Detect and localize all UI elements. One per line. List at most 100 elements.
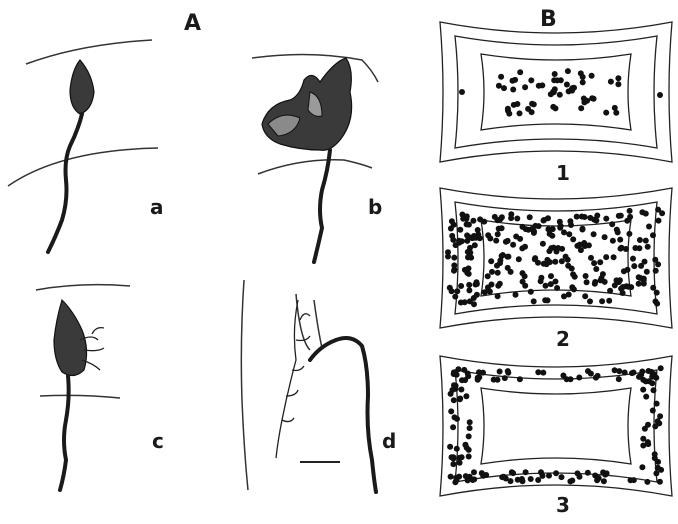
cell-dot [450,424,456,430]
distribution-diagrams [440,22,672,496]
cell-dot [448,408,454,414]
cell-dot [451,222,457,228]
cell-dot [588,371,594,377]
cell-dot [579,227,585,233]
layer-boundary-line [258,160,372,174]
cell-dot [513,292,519,298]
cell-dot [548,273,554,279]
cell-dot [639,464,645,470]
cell-dot [499,253,505,259]
cell-dot [624,218,630,224]
cell-dot [617,277,623,283]
panel-a-label: A [184,11,201,36]
cell-dot [551,245,557,251]
cell-dot [597,259,603,265]
cell-dot [547,259,553,265]
cell-dot [495,377,501,383]
cell-dot [645,441,651,447]
cell-dot [456,238,462,244]
cell-dot [589,73,595,79]
cell-dot [576,375,582,381]
cell-dot [643,211,649,217]
diagram-label-1: 1 [556,161,570,185]
cell-dot [578,105,584,111]
cell-dot [485,285,491,291]
cell-dot [523,469,529,475]
cell-dot [594,213,600,219]
cell-dot [632,245,638,251]
cell-dot [448,391,454,397]
cell-dot [467,419,473,425]
cell-dot [508,215,514,221]
cell-dot [496,226,502,232]
cell-dot [497,369,503,375]
cell-dot [451,382,457,388]
cell-dot [466,454,472,460]
cell-dot [457,396,463,402]
cell-dot [636,274,642,280]
cell-dot [520,478,526,484]
cell-dot [607,288,613,294]
cell-dot [510,470,516,476]
cell-dot [457,460,463,466]
cell-dot [593,266,599,272]
cell-dot [517,110,523,116]
cell-dot [496,83,502,89]
dendrites [276,300,298,458]
panel-b-label: B [540,7,557,32]
cell-dot [655,207,661,213]
cell-dot [459,212,465,218]
cell-dot [497,260,503,266]
cell-dot [636,374,642,380]
cell-dot [557,219,563,225]
cell-dot [447,444,453,450]
cell-dot [570,236,576,242]
cell-dot [626,231,632,237]
cell-dot [541,218,547,224]
cell-dot [650,285,656,291]
cell-dot [470,218,476,224]
layer-boundary-line [40,395,120,398]
cell-dot [650,232,656,238]
dendrites [282,314,310,422]
cell-dot [553,105,559,111]
cell-dot [594,477,600,483]
cell-dot [611,254,617,260]
cell-dot [644,479,650,485]
cell-dot [618,246,624,252]
cell-dot [640,387,646,393]
diagram-label-2: 2 [556,327,570,351]
cell-dot [553,470,559,476]
cell-dot [591,231,597,237]
cell-dot [652,257,658,263]
cell-dot [520,279,526,285]
cell-dot [653,375,659,381]
cell-dot [564,82,570,88]
cell-dot [459,89,465,95]
cell-dot [629,370,635,376]
cell-dot [531,228,537,234]
cell-dot [498,74,504,80]
cell-dot [454,446,460,452]
cell-dot [461,367,467,373]
layer-boundary-line [8,148,158,186]
cell-dot [601,478,607,484]
cell-dot [652,451,658,457]
cell-dot [522,273,528,279]
cell-dot [475,377,481,383]
cell-dot [487,236,493,242]
cell-dot [529,101,535,107]
cell-dot [580,74,586,80]
cell-dot [497,281,503,287]
cell-dot [451,262,457,268]
cell-dot [517,376,523,382]
cell-dot [610,238,616,244]
cell-dot [449,288,455,294]
cell-dot [506,111,512,117]
cell-dot [589,95,595,101]
cell-dot [554,77,560,83]
cell-dot [642,259,648,265]
cell-dot [452,294,458,300]
cell-dot [536,83,542,89]
neuron-d: d [241,280,396,492]
